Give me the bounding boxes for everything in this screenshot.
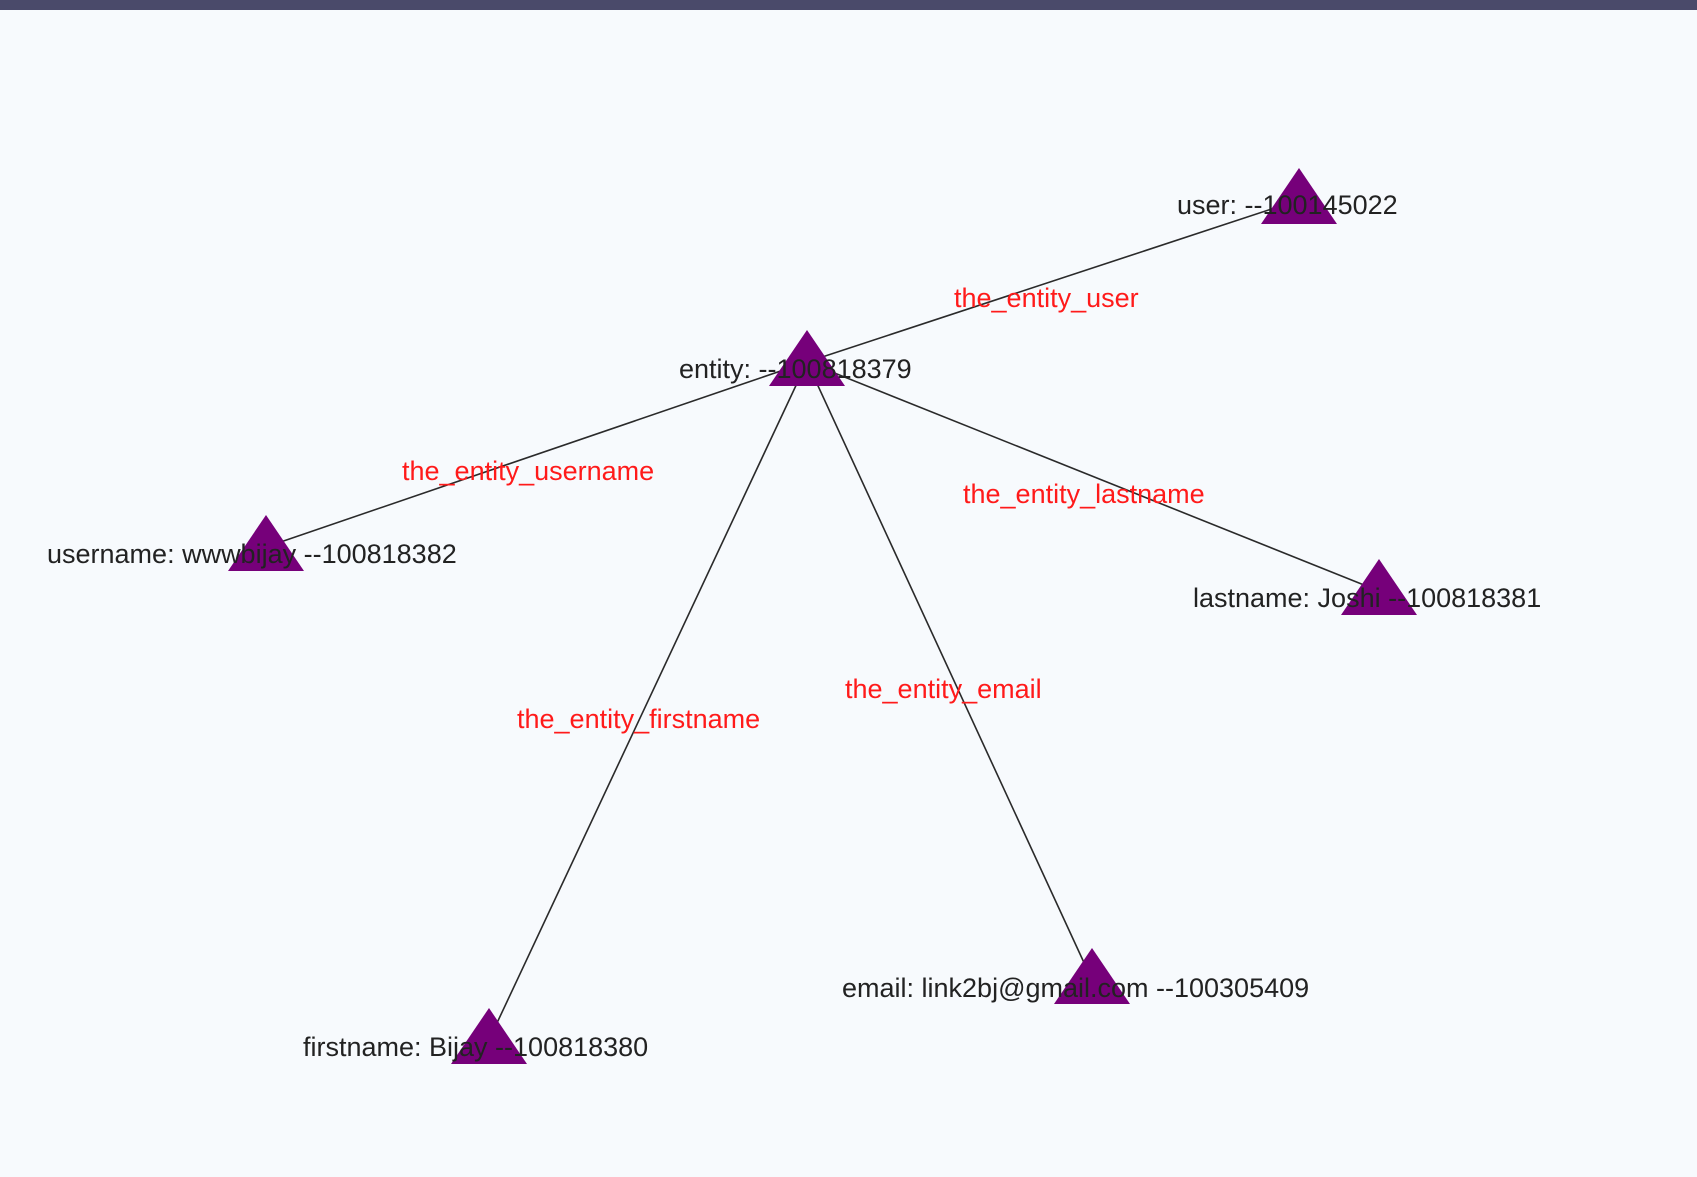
top-bar	[0, 0, 1697, 10]
node-firstname-triangle[interactable]	[451, 1008, 527, 1064]
edge-user[interactable]	[806, 200, 1299, 363]
node-lastname-label: lastname: Joshi --100818381	[1193, 583, 1541, 613]
node-username-triangle[interactable]	[228, 515, 304, 571]
edge-label-email: the_entity_email	[845, 674, 1042, 704]
node-firstname-label: firstname: Bijay --100818380	[303, 1032, 648, 1062]
edges-layer	[266, 200, 1379, 1040]
edge-label-firstname: the_entity_firstname	[517, 704, 760, 734]
node-lastname-triangle[interactable]	[1341, 559, 1417, 615]
node-entity-triangle[interactable]	[769, 330, 845, 386]
node-username-label: username: wwwbijay --100818382	[47, 539, 457, 569]
graph-svg[interactable]: entity: --100818379 user: --100145022 user…	[0, 10, 1697, 1177]
graph-canvas[interactable]: entity: --100818379 user: --100145022 user…	[0, 10, 1697, 1177]
edge-firstname[interactable]	[489, 361, 808, 1040]
edge-email[interactable]	[806, 361, 1092, 980]
edge-label-user: the_entity_user	[954, 283, 1139, 313]
node-user-triangle[interactable]	[1261, 168, 1337, 224]
node-email-triangle[interactable]	[1054, 948, 1130, 1004]
node-labels-layer: entity: --100818379 user: --100145022 user…	[47, 190, 1541, 1062]
node-user-label: user: --100145022	[1177, 190, 1398, 220]
nodes-layer	[228, 168, 1417, 1064]
edge-label-lastname: the_entity_lastname	[963, 479, 1205, 509]
node-entity-label: entity: --100818379	[679, 354, 912, 384]
node-email-label: email: link2bj@gmail.com --100305409	[842, 973, 1309, 1003]
edge-lastname[interactable]	[806, 361, 1379, 591]
edge-username[interactable]	[266, 361, 808, 547]
edge-label-username: the_entity_username	[402, 456, 654, 486]
edge-labels-layer: the_entity_user the_entity_username the_en…	[402, 283, 1205, 734]
